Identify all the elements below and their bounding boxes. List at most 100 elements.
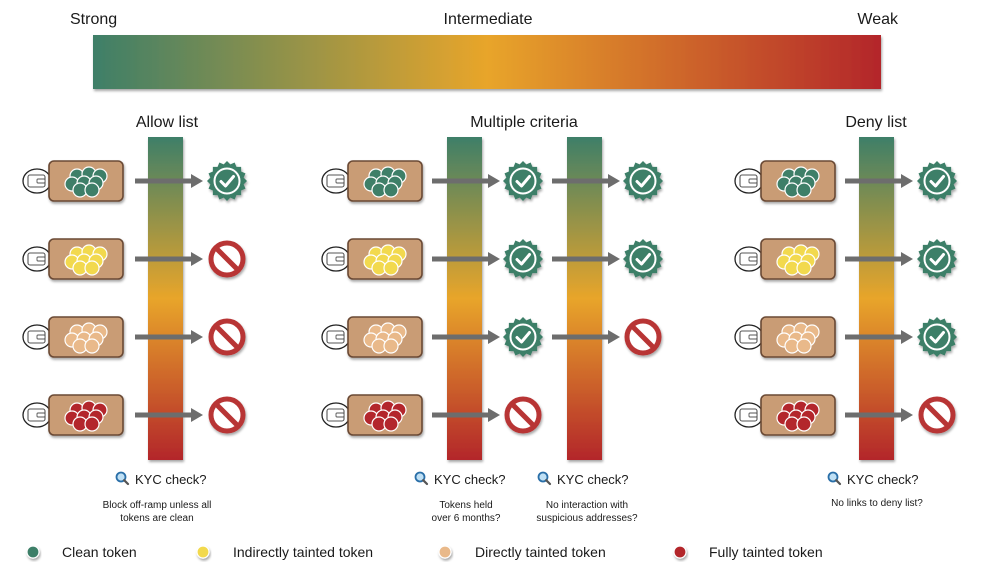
flow-arrow	[845, 252, 913, 266]
legend-label-fully: Fully tainted token	[709, 544, 823, 560]
approved-check-icon	[503, 161, 543, 201]
token-indirect	[383, 260, 399, 276]
wallet-icon	[22, 324, 52, 350]
flow-arrow	[552, 330, 620, 344]
wallet-fully	[321, 394, 423, 436]
kyc-check-caption: Block off-ramp unless all	[103, 500, 212, 511]
approved-check-icon	[503, 317, 543, 357]
kyc-check-holding-time: KYC check? Tokens held over 6 months?	[432, 472, 506, 524]
flow-arrow	[432, 408, 500, 422]
criteria-gradient-bar	[447, 137, 482, 460]
blocked-icon	[208, 240, 246, 278]
scale-weak-label: Weak	[857, 11, 899, 28]
token-clean	[84, 182, 100, 198]
legend-label-indirect: Indirectly tainted token	[233, 544, 373, 560]
wallet-icon	[22, 246, 52, 272]
wallet-icon	[22, 168, 52, 194]
section-title-allow-list: Allow list	[136, 114, 199, 131]
wallet-icon	[734, 324, 764, 350]
kyc-check-label: KYC check?	[847, 472, 919, 487]
wallet-clean	[22, 160, 124, 202]
wallet-indirect	[321, 238, 423, 280]
wallet-fully	[734, 394, 836, 436]
wallet-indirect	[22, 238, 124, 280]
token-direct	[383, 338, 399, 354]
approved-check-icon	[207, 161, 247, 201]
wallet-direct	[321, 316, 423, 358]
legend-swatch-indirect	[196, 545, 210, 559]
wallet-clean	[321, 160, 423, 202]
approved-check-icon	[623, 161, 663, 201]
kyc-check-caption: over 6 months?	[432, 513, 501, 524]
kyc-check-label: KYC check?	[434, 472, 506, 487]
kyc-check-caption: No interaction with	[546, 500, 628, 511]
approved-check-icon	[503, 239, 543, 279]
approved-check-icon	[917, 317, 957, 357]
blocked-icon	[208, 318, 246, 356]
wallet-indirect	[734, 238, 836, 280]
criteria-gradient-bar	[148, 137, 183, 460]
wallet-icon	[321, 324, 351, 350]
flow-arrow	[432, 252, 500, 266]
kyc-check-deny-list: KYC check? No links to deny list?	[831, 472, 923, 509]
magnifier-icon	[414, 471, 429, 486]
legend-swatch-clean	[26, 545, 40, 559]
wallet-icon	[734, 168, 764, 194]
criteria-gradient-bar	[859, 137, 894, 460]
scale-intermediate-label: Intermediate	[444, 11, 533, 28]
flow-arrow	[845, 408, 913, 422]
magnifier-icon	[115, 471, 130, 486]
approved-check-icon	[623, 239, 663, 279]
kyc-check-caption: tokens are clean	[120, 513, 193, 524]
kyc-check-caption: suspicious addresses?	[536, 513, 638, 524]
approved-check-icon	[917, 161, 957, 201]
token-direct	[796, 338, 812, 354]
section-title-multiple-criteria: Multiple criteria	[470, 114, 578, 131]
token-fully	[796, 416, 812, 432]
wallet-icon	[734, 246, 764, 272]
wallet-direct	[22, 316, 124, 358]
legend-swatch-fully	[673, 545, 687, 559]
strength-gradient-bar	[93, 35, 881, 89]
flow-arrow	[552, 252, 620, 266]
approved-check-icon	[917, 239, 957, 279]
wallet-icon	[22, 402, 52, 428]
token-indirect	[796, 260, 812, 276]
blocked-icon	[208, 396, 246, 434]
kyc-check-label: KYC check?	[135, 472, 207, 487]
flow-arrow	[845, 330, 913, 344]
token-indirect	[84, 260, 100, 276]
blocked-icon	[504, 396, 542, 434]
blocked-icon	[918, 396, 956, 434]
wallet-icon	[321, 246, 351, 272]
flow-arrow	[432, 174, 500, 188]
wallet-clean	[734, 160, 836, 202]
flow-arrow	[135, 330, 203, 344]
token-fully	[383, 416, 399, 432]
legend-label-clean: Clean token	[62, 544, 137, 560]
wallet-direct	[734, 316, 836, 358]
kyc-check-caption: Tokens held	[439, 500, 492, 511]
criteria-gradient-bar	[567, 137, 602, 460]
kyc-check-caption: No links to deny list?	[831, 498, 923, 509]
wallet-fully	[22, 394, 124, 436]
kyc-check-interactions: KYC check? No interaction with suspiciou…	[536, 472, 638, 524]
wallet-icon	[321, 402, 351, 428]
scale-strong-label: Strong	[70, 11, 117, 28]
flow-arrow	[135, 252, 203, 266]
legend-label-direct: Directly tainted token	[475, 544, 606, 560]
kyc-check-label: KYC check?	[557, 472, 629, 487]
magnifier-icon	[827, 471, 842, 486]
blocked-icon	[624, 318, 662, 356]
flow-arrow	[432, 330, 500, 344]
wallet-icon	[321, 168, 351, 194]
flow-arrow	[135, 408, 203, 422]
section-title-deny-list: Deny list	[845, 114, 907, 131]
legend-swatch-direct	[438, 545, 452, 559]
kyc-check-allow-list: KYC check? Block off-ramp unless all tok…	[103, 472, 212, 524]
token-direct	[84, 338, 100, 354]
wallet-icon	[734, 402, 764, 428]
flow-arrow	[552, 174, 620, 188]
flow-arrow	[135, 174, 203, 188]
